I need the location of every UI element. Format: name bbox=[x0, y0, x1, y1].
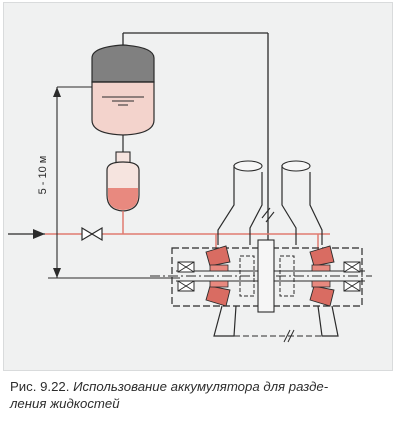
accumulator-vessel bbox=[91, 44, 155, 136]
left-seal-face-top bbox=[209, 264, 229, 272]
height-label: 5 - 10 м bbox=[37, 156, 49, 195]
right-nozzle-inner bbox=[281, 165, 297, 245]
impeller-center bbox=[257, 239, 275, 313]
left-seal-top bbox=[205, 245, 231, 267]
diagram-panel bbox=[3, 2, 393, 371]
left-bearing-bottom-cross-b bbox=[177, 280, 195, 292]
gas-chamber bbox=[91, 44, 155, 83]
left-nozzle-outer bbox=[217, 165, 235, 245]
right-nozzle-outer bbox=[309, 172, 323, 245]
right-nozzle-flange bbox=[281, 160, 311, 172]
fluid-chamber bbox=[91, 81, 155, 136]
caption-line-2: ления жидкостей bbox=[10, 396, 120, 411]
left-seal-bottom bbox=[205, 285, 231, 307]
figure-number: Рис. 9.22. bbox=[10, 379, 74, 394]
accumulator-diagram: 5 - 10 м bbox=[8, 32, 372, 343]
right-bearing-top-cross-b bbox=[343, 261, 361, 273]
right-seal-bottom bbox=[309, 285, 335, 307]
bladder-fluid bbox=[108, 188, 138, 210]
left-nozzle-flange bbox=[233, 160, 263, 172]
left-seal-face-bottom bbox=[209, 280, 229, 288]
bladder-accumulator bbox=[106, 151, 140, 212]
left-nozzle-inner bbox=[249, 172, 263, 245]
height-dimension: 5 - 10 м bbox=[37, 86, 180, 279]
pump-casing bbox=[150, 160, 372, 343]
valve-left-triangle bbox=[81, 226, 94, 242]
caption-text-1: Использование аккумулятора для разде- bbox=[73, 379, 329, 394]
right-seal-face-bottom bbox=[311, 280, 331, 288]
base-break-mark-2 bbox=[287, 329, 295, 343]
housing-outline bbox=[171, 247, 363, 307]
valve-right-triangle bbox=[90, 226, 103, 242]
right-seal-face-top bbox=[311, 264, 331, 272]
caption-line-1: Рис. 9.22. Использование аккумулятора дл… bbox=[10, 378, 390, 395]
right-seal-top bbox=[309, 245, 335, 267]
impeller-right-hub bbox=[279, 255, 295, 297]
right-bearing-bottom-cross-b bbox=[343, 280, 361, 292]
break-mark-2 bbox=[265, 211, 275, 223]
dimension-arrow-bottom-icon bbox=[53, 268, 61, 278]
base-break-mark-1 bbox=[283, 329, 291, 343]
left-foot bbox=[213, 305, 237, 337]
figure-caption: Рис. 9.22. Использование аккумулятора дл… bbox=[10, 378, 390, 412]
dimension-arrow-top-icon bbox=[53, 87, 61, 97]
right-foot bbox=[317, 305, 339, 337]
break-mark-1 bbox=[261, 207, 271, 219]
inlet-assembly bbox=[8, 226, 103, 242]
inlet-arrow-icon bbox=[33, 229, 45, 239]
impeller-left-hub bbox=[239, 255, 255, 297]
left-bearing-top-cross-b bbox=[177, 261, 195, 273]
